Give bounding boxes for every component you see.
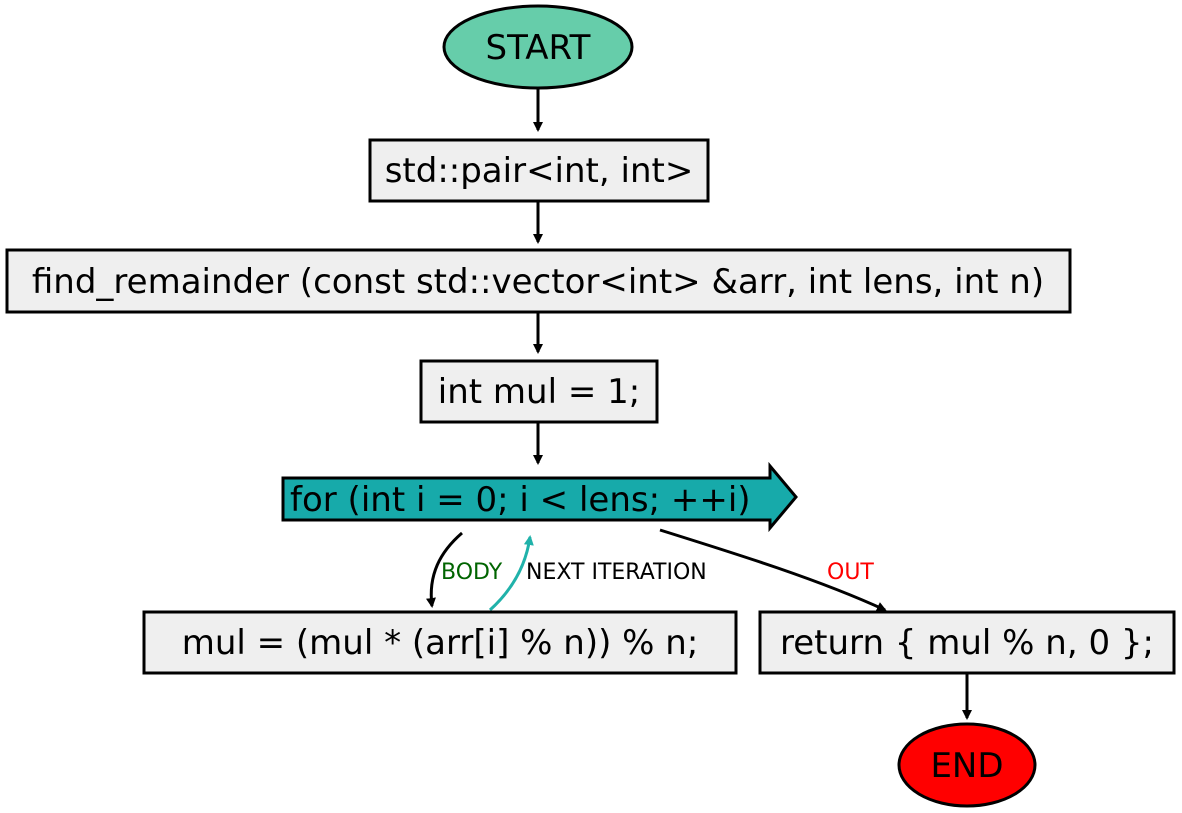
return-node [758, 610, 1176, 675]
edge-label-body: BODY [441, 560, 503, 585]
init-node [419, 359, 659, 424]
return-label: return { mul % n, 0 }; [780, 623, 1154, 663]
loop-label: for (int i = 0; i < lens; ++i) [290, 480, 751, 520]
body-node [142, 610, 738, 675]
end-node [897, 722, 1037, 808]
return-type-node [368, 138, 710, 203]
edge-label-next-iteration: NEXT ITERATION [526, 560, 707, 585]
init-label: int mul = 1; [438, 372, 640, 412]
start-node-label: START [486, 28, 591, 68]
edge-loop-to-body [426, 531, 463, 608]
edge-body-to-loop-next [488, 535, 534, 612]
start-node [442, 4, 634, 90]
edge-label-out: OUT [827, 560, 874, 585]
body-label: mul = (mul * (arr[i] % n)) % n; [182, 623, 699, 663]
signature-node [5, 248, 1072, 314]
loop-node [281, 461, 798, 533]
end-node-label: END [930, 746, 1003, 786]
signature-label: find_remainder (const std::vector<int> &… [32, 262, 1044, 302]
return-type-label: std::pair<int, int> [385, 151, 694, 191]
edge-loop-to-return [659, 528, 887, 612]
